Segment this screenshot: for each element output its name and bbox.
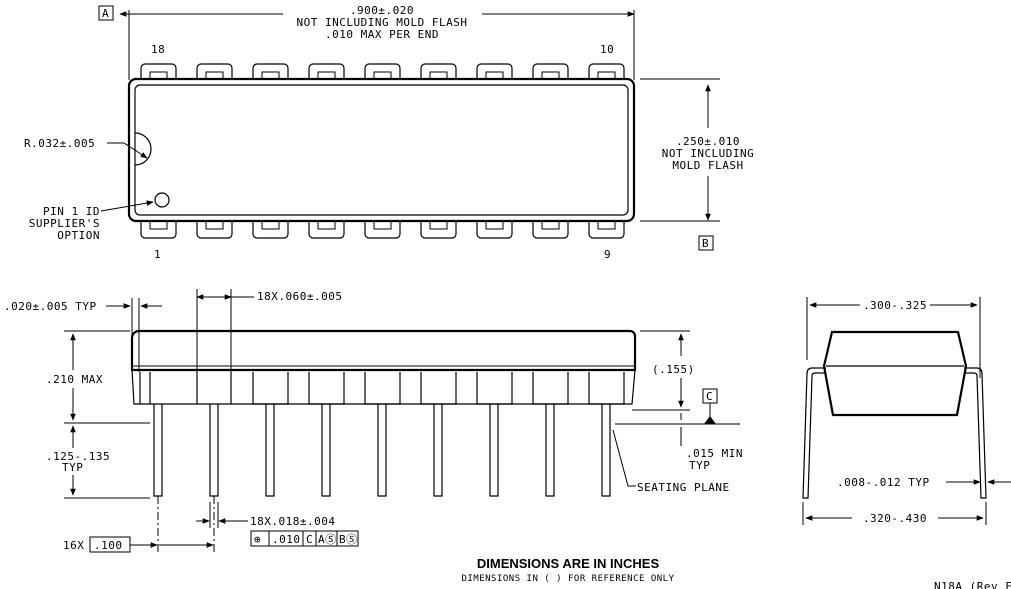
length-note-per-end: .010 MAX PER END — [325, 28, 439, 41]
reference-height-label: (.155) — [652, 363, 695, 376]
pitch-count-label: 16X — [63, 539, 84, 552]
end-body — [822, 330, 968, 417]
lead-length-typ: TYP — [62, 461, 83, 474]
side-lead-row — [139, 372, 625, 497]
lead-width-label: 18X.018±.004 — [250, 515, 335, 528]
fcf-tolerance: .010 — [272, 533, 301, 546]
lead-thickness-label: .008-.012 TYP — [837, 476, 930, 489]
dimensions-subtitle: DIMENSIONS IN ( ) FOR REFERENCE ONLY — [461, 574, 674, 584]
feature-control-frame: ⊕ .010 C AⓈ BⓈ — [250, 530, 359, 547]
side-view: .020±.005 TYP 18X.060±.005 — [4, 289, 743, 553]
package-body-inner — [134, 84, 629, 216]
footer-notes: DIMENSIONS ARE IN INCHES DIMENSIONS IN (… — [461, 556, 1011, 589]
side-body — [130, 329, 637, 372]
lead-spread-label: .320-.430 — [863, 512, 927, 525]
width-note-1: NOT INCLUDING — [662, 147, 755, 160]
top-view: A .900±.020 NOT INCLUDING MOLD FLASH .01… — [24, 4, 754, 261]
datum-b-label: B — [702, 237, 709, 250]
lead-edge-label: .020±.005 TYP — [4, 300, 97, 313]
fcf-datum-b: BⓈ — [339, 533, 358, 546]
package-body-outer — [127, 77, 636, 223]
end-lead-right — [964, 367, 987, 499]
end-body-width-label: .300-.325 — [863, 299, 927, 312]
top-pin-row — [140, 63, 625, 79]
width-value: .250±.010 — [676, 135, 740, 148]
end-lead-left — [802, 367, 826, 499]
fcf-datum-c: C — [306, 533, 313, 546]
width-note-2: MOLD FLASH — [672, 159, 743, 172]
pin-18-label: 18 — [151, 43, 165, 56]
shoulder-width-label: 18X.060±.005 — [257, 290, 342, 303]
pin-10-label: 10 — [600, 43, 614, 56]
datum-b-box — [698, 235, 714, 251]
pin-9-label: 9 — [604, 248, 611, 261]
seating-plane-label: SEATING PLANE — [637, 481, 730, 494]
length-value: .900±.020 — [350, 4, 414, 17]
drawing-number: N18A (Rev F) — [934, 580, 1011, 589]
body-height-label: .210 MAX — [46, 373, 103, 386]
bottom-pin-row — [140, 221, 625, 239]
end-view: .300-.325 .008-.012 TYP .320-.430 — [802, 297, 1011, 525]
datum-a-label: A — [102, 7, 109, 20]
dimensions-title: DIMENSIONS ARE IN INCHES — [477, 556, 660, 571]
standoff-label: .015 MIN — [686, 447, 743, 460]
fcf-datum-a: AⓈ — [318, 533, 337, 546]
pin1-id-supplier: SUPPLIER'S — [29, 217, 100, 230]
pin-1-indicator — [154, 192, 170, 208]
pin-1-label: 1 — [154, 248, 161, 261]
package-notch — [134, 132, 152, 166]
fcf-position-symbol: ⊕ — [254, 533, 261, 546]
length-note-mold-flash: NOT INCLUDING MOLD FLASH — [297, 16, 468, 29]
lead-length-label: .125-.135 — [46, 450, 110, 463]
pitch-value-label: .100 — [94, 539, 123, 552]
notch-radius-label: R.032±.005 — [24, 137, 95, 150]
datum-a-box — [98, 5, 114, 21]
datum-c-label: C — [706, 390, 713, 403]
pin1-id-option: OPTION — [57, 229, 100, 242]
standoff-typ: TYP — [689, 459, 710, 472]
pin1-id-label: PIN 1 ID — [43, 205, 100, 218]
